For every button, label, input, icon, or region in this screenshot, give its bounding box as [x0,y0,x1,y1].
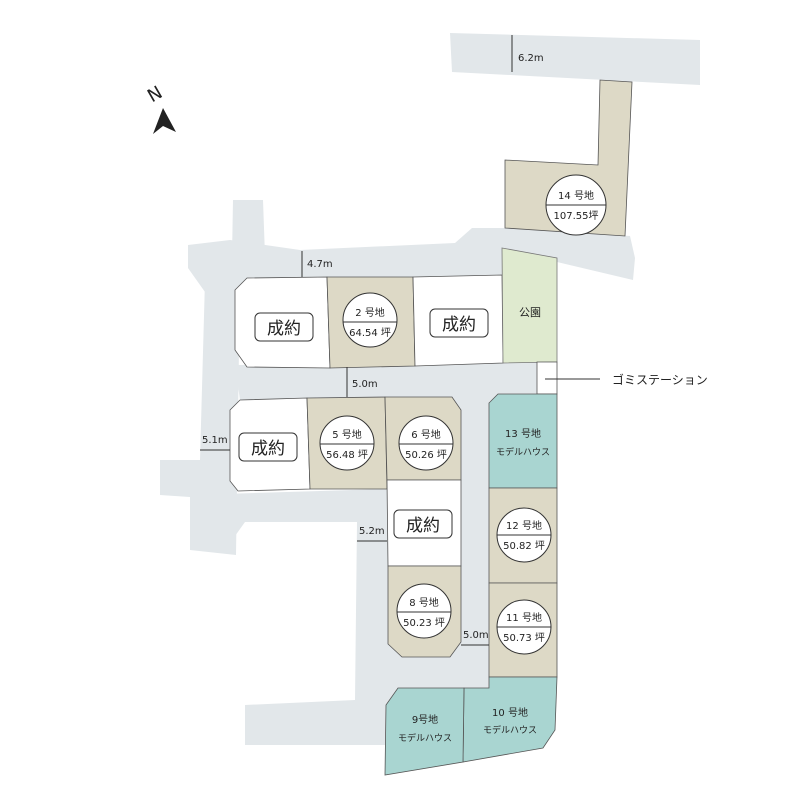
lot-label-8: 8 号地 50.23 坪 [396,583,452,639]
road-top [450,33,700,85]
dim-south-road: 5.2m [359,526,385,537]
lot-label-14: 14 号地 107.55坪 [545,174,607,236]
park-label: 公園 [519,306,541,319]
svg-text:64.54 坪: 64.54 坪 [349,326,391,339]
svg-text:12 号地: 12 号地 [506,519,542,532]
dim-east-lane: 5.0m [463,630,489,641]
north-compass: N [144,82,176,134]
sold-badge-4: 成約 [238,432,298,462]
lot-13[interactable] [488,393,558,489]
svg-text:14 号地: 14 号地 [558,189,594,202]
dim-north-road: 4.7m [307,259,333,270]
sold-badge-1: 成約 [254,312,314,342]
garbage-station [536,361,558,395]
north-arrow-icon [153,108,176,134]
lot-label-12: 12 号地 50.82 坪 [496,507,552,563]
svg-text:成約: 成約 [251,439,285,459]
lot-13-note: モデルハウス [496,446,550,458]
dim-top-road: 6.2m [518,53,544,64]
svg-text:50.23 坪: 50.23 坪 [403,616,445,629]
svg-text:56.48 坪: 56.48 坪 [326,448,368,461]
svg-text:成約: 成約 [442,315,476,335]
svg-text:50.82 坪: 50.82 坪 [503,539,545,552]
dim-middle-road: 5.0m [352,379,378,390]
road-middle [235,362,537,690]
road-north [188,228,635,292]
sold-badge-3: 成約 [429,308,489,338]
lot-10-name: 10 号地 [492,706,528,719]
lot-10[interactable] [462,676,558,763]
lot-label-6: 6 号地 50.26 坪 [398,415,454,471]
svg-text:11 号地: 11 号地 [506,611,542,624]
lot-13-name: 13 号地 [505,427,541,440]
lot-9-note: モデルハウス [398,732,452,744]
garbage-station-label: ゴミステーション [612,372,708,387]
svg-text:成約: 成約 [406,516,440,536]
sold-badge-7: 成約 [393,509,453,539]
lot-9[interactable] [384,687,465,776]
lot-9-name: 9号地 [412,713,438,726]
lot-label-11: 11 号地 50.73 坪 [496,599,552,655]
svg-text:8 号地: 8 号地 [409,596,439,609]
svg-text:6 号地: 6 号地 [411,428,441,441]
svg-text:50.26 坪: 50.26 坪 [405,448,447,461]
lot-label-5: 5 号地 56.48 坪 [319,415,375,471]
svg-text:成約: 成約 [267,319,301,339]
svg-text:5 号地: 5 号地 [332,428,362,441]
lot-10-note: モデルハウス [483,724,537,736]
road-west [160,280,240,555]
north-label: N [144,82,166,107]
lot-label-2: 2 号地 64.54 坪 [342,292,398,348]
svg-text:50.73 坪: 50.73 坪 [503,631,545,644]
svg-text:2 号地: 2 号地 [355,306,385,319]
svg-text:107.55坪: 107.55坪 [554,209,599,222]
dimension-markers: 6.2m 4.7m 5.0m 5.1m 5.2m 5.0m [200,35,544,646]
road-south [190,489,388,745]
dim-west-road: 5.1m [202,435,228,446]
